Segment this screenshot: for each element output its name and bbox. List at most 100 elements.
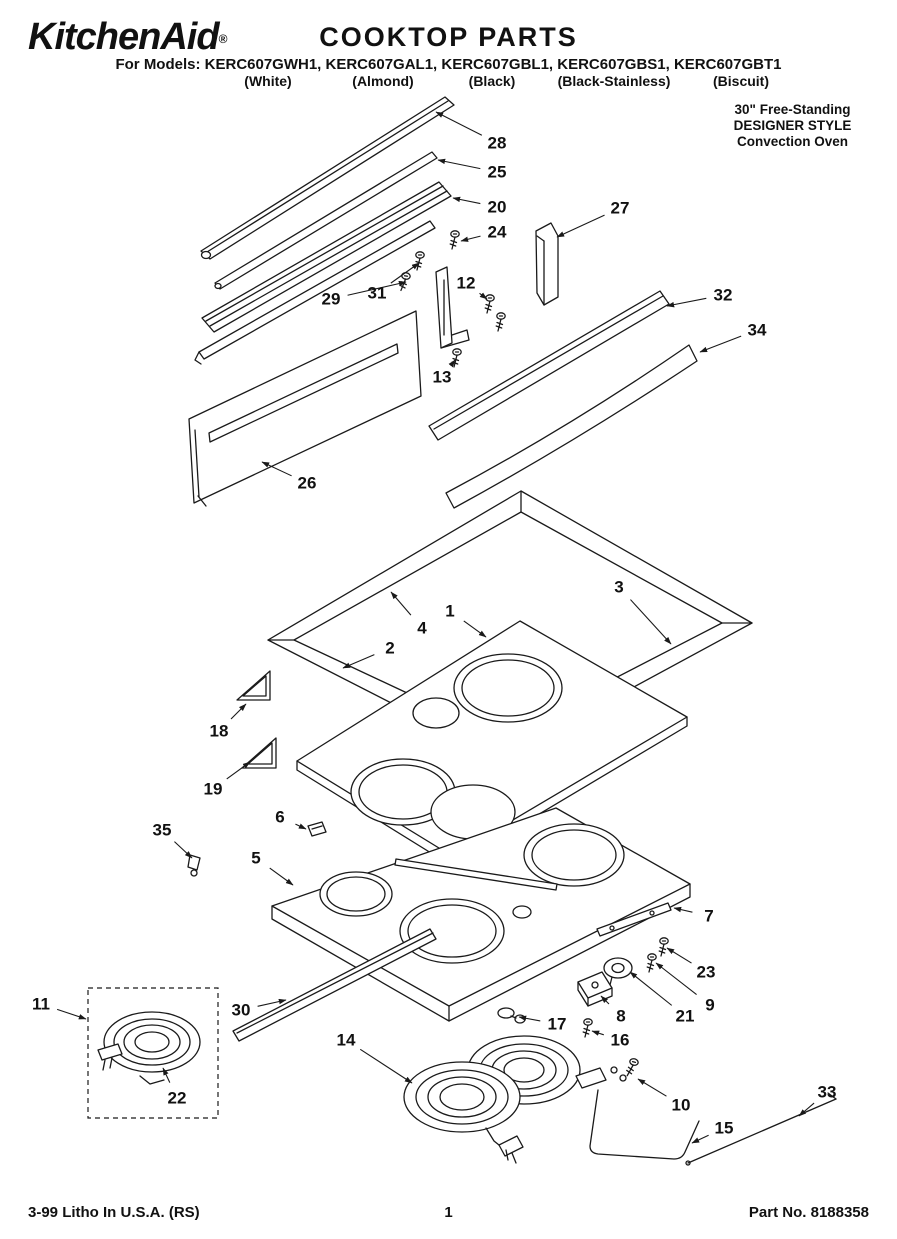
leader-line-15 (691, 1134, 709, 1144)
part-18-corner-bracket (236, 670, 271, 701)
part-number-34: 34 (748, 321, 767, 340)
part-number-14: 14 (337, 1031, 356, 1050)
footer-page-number: 1 (444, 1204, 453, 1221)
registered-trademark: ® (218, 32, 228, 46)
footer-litho-note: 3-99 Litho In U.S.A. (RS) (28, 1204, 200, 1221)
footer-part-number: Part No. 8188358 (748, 1204, 869, 1221)
part-15-wire (589, 1089, 700, 1160)
part-number-10: 10 (672, 1096, 691, 1115)
part-34-glass-panel (445, 344, 698, 509)
part-28-top-trim (200, 96, 455, 260)
part-number-19: 19 (204, 780, 223, 799)
leader-line-10 (637, 1078, 667, 1097)
part-30-front-trim (232, 928, 437, 1042)
leader-line-23 (666, 947, 692, 964)
part-26-backguard-panel (188, 310, 422, 507)
part-number-33: 33 (818, 1083, 837, 1102)
part-number-18: 18 (210, 722, 229, 741)
leader-line-1 (463, 620, 487, 638)
models-line: For Models: KERC607GWH1, KERC607GAL1, KE… (115, 56, 782, 73)
part-number-25: 25 (488, 163, 507, 182)
part-20-lower-rail (194, 220, 436, 365)
part-11-coil-element-kit (87, 987, 219, 1119)
leader-line-24 (460, 235, 481, 242)
leader-line-11 (56, 1008, 87, 1020)
leader-line-32 (666, 297, 707, 308)
part-number-2: 2 (385, 639, 394, 658)
leader-line-13 (448, 359, 456, 368)
part-number-4: 4 (417, 619, 427, 638)
part-number-3: 3 (614, 578, 623, 597)
leader-line-14 (359, 1048, 413, 1084)
leader-line-6 (295, 823, 307, 830)
part-number-35: 35 (153, 821, 172, 840)
part-6-clip (307, 821, 327, 837)
callout-layer: 28 25 20 24 27 29 3 11 21 33 23 4 26 34 1 2 18 19 6 35 5 30 7 2… (32, 111, 837, 1144)
brand-text: KitchenAid (28, 16, 220, 58)
part-number-27: 27 (611, 199, 630, 218)
part-35-clip (187, 854, 201, 877)
leader-line-33 (798, 1102, 815, 1117)
product-description-line: Convection Oven (736, 134, 849, 149)
part-number-6: 6 (275, 808, 284, 827)
part-33-wire (685, 1092, 837, 1166)
leader-line-9 (655, 962, 697, 995)
part-number-7: 7 (704, 907, 713, 926)
leader-line-3 (630, 599, 672, 645)
leader-line-17 (518, 1015, 541, 1022)
part-14-dual-element (403, 1035, 607, 1164)
part-number-11: 11 (32, 995, 50, 1014)
part-number-29: 29 (322, 290, 341, 309)
leader-line-35 (174, 841, 193, 859)
leader-line-27 (556, 214, 605, 238)
part-8-terminal-block (577, 971, 613, 1007)
part-number-20: 20 (488, 198, 507, 217)
brand-logo: KitchenAid® (28, 16, 227, 59)
part-number-5: 5 (251, 849, 260, 868)
part-32-backguard-panel (428, 290, 670, 441)
page-title: COOKTOP PARTS (319, 22, 578, 52)
leader-line-18 (230, 703, 247, 720)
part-number-16: 16 (611, 1031, 630, 1050)
part-number-13: 13 (433, 368, 452, 387)
part-number-23: 23 (697, 963, 716, 982)
leader-line-21 (629, 971, 673, 1006)
leader-line-28 (435, 111, 483, 136)
part-number-24: 24 (488, 223, 507, 242)
part-number-17: 17 (548, 1015, 567, 1034)
part-number-28: 28 (488, 134, 507, 153)
leader-line-12 (479, 292, 488, 300)
part-number-30: 30 (232, 1001, 251, 1020)
part-27-end-bracket (535, 222, 559, 306)
part-1-glass-cooktop (296, 620, 688, 867)
leader-line-2 (342, 654, 375, 669)
product-description-line: DESIGNER STYLE (733, 118, 852, 133)
part-number-26: 26 (298, 474, 317, 493)
part-21-receptacle (603, 957, 633, 986)
part-17-spacer (497, 1007, 526, 1024)
part-number-9: 9 (705, 996, 714, 1015)
part-19-corner-bracket (241, 737, 277, 769)
leader-line-20 (452, 196, 481, 205)
leader-line-31 (390, 262, 420, 284)
leader-line-26 (261, 461, 292, 477)
model-color-label: (White) (244, 73, 292, 89)
model-color-label: (Black) (468, 73, 516, 89)
leader-line-16 (591, 1030, 604, 1036)
part-20-vent-grille (201, 181, 452, 333)
model-color-label: (Almond) (352, 73, 414, 89)
leader-line-29 (347, 280, 407, 296)
model-color-label: (Biscuit) (713, 73, 769, 89)
part-number-8: 8 (616, 1007, 625, 1026)
leader-line-8 (600, 995, 610, 1005)
part-number-31: 31 (368, 284, 387, 303)
part-number-22: 22 (168, 1089, 187, 1108)
part-number-1: 1 (445, 602, 454, 621)
part-number-21: 21 (676, 1007, 695, 1026)
leader-line-19 (226, 761, 251, 780)
part-number-32: 32 (714, 286, 733, 305)
model-color-label: (Black-Stainless) (557, 73, 671, 89)
leader-line-25 (437, 158, 481, 170)
